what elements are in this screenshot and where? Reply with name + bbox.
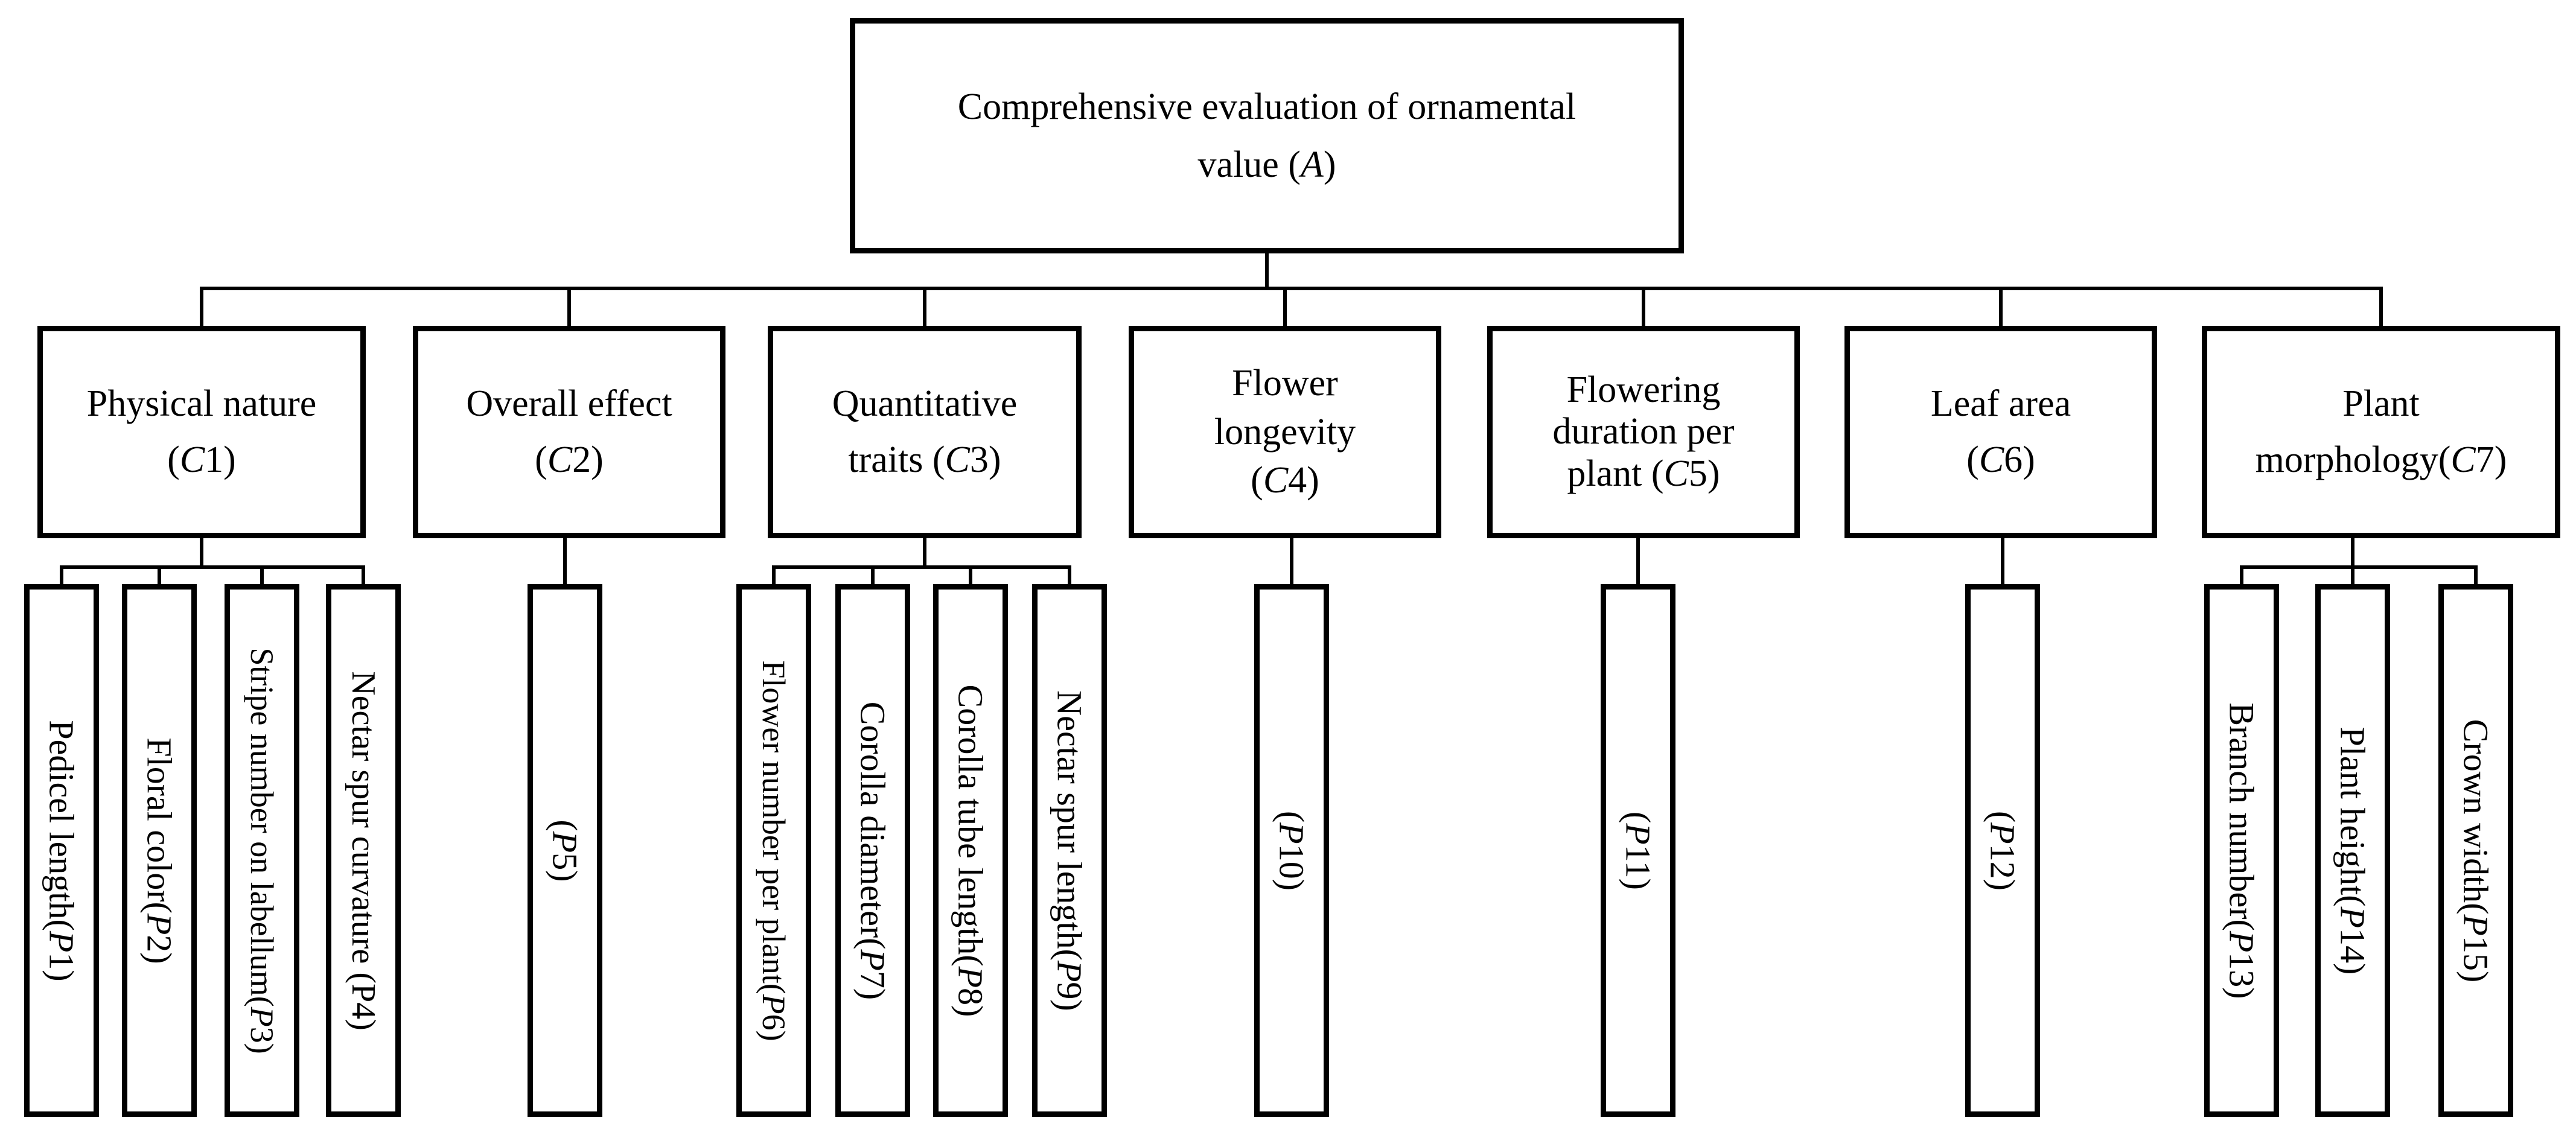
indicator-box-p8: Corolla tube length(P8) [933,584,1008,1117]
criterion-title: Quantitative [832,383,1018,424]
goal-label: Comprehensive evaluation of ornamental v… [957,86,1577,185]
criterion-title: Plant [2342,383,2420,424]
indicator-box-p6: Flower number per plant(P6) [736,584,811,1117]
criterion-box-c3: Quantitative traits (C3) [768,326,1082,538]
criterion-box-c6: Leaf area (C6) [1844,326,2157,538]
criterion-title: Leaf area [1930,383,2071,424]
criterion-box-c5: Flowering duration per plant (C5) [1487,326,1800,538]
indicator-box-p14: Plant height(P14) [2315,584,2390,1117]
indicator-box-p7: Corolla diameter(P7) [835,584,910,1117]
criterion-box-c4: Flower longevity (C4) [1129,326,1441,538]
indicator-box-p13: Branch number(P13) [2204,584,2279,1117]
indicator-box-p9: Nectar spur length(P9) [1032,584,1107,1117]
indicator-box-p11: (P11) [1601,584,1675,1117]
indicator-box-p10: (P10) [1254,584,1329,1117]
indicator-box-p2: Floral color(P2) [122,584,197,1117]
criterion-box-c2: Overall effect (C2) [413,326,725,538]
criterion-title: Flower [1232,363,1338,404]
indicator-box-p4: Nectar spur curvature (P4) [326,584,401,1117]
criterion-title: Physical nature [86,383,317,424]
indicator-box-p1: Pedicel length(P1) [24,584,99,1117]
indicator-box-p3: Stripe number on labellum(P3) [225,584,299,1117]
indicator-box-p15: Crown width(P15) [2438,584,2513,1117]
criterion-box-c1: Physical nature (C1) [37,326,366,538]
criterion-title: Overall effect [466,383,672,424]
criterion-title: Flowering [1566,369,1721,410]
goal-box: Comprehensive evaluation of ornamental v… [850,18,1684,253]
indicator-box-p12: (P12) [1965,584,2040,1117]
indicator-box-p5: (P5) [528,584,602,1117]
criterion-box-c7: Plant morphology(C7) [2202,326,2560,538]
